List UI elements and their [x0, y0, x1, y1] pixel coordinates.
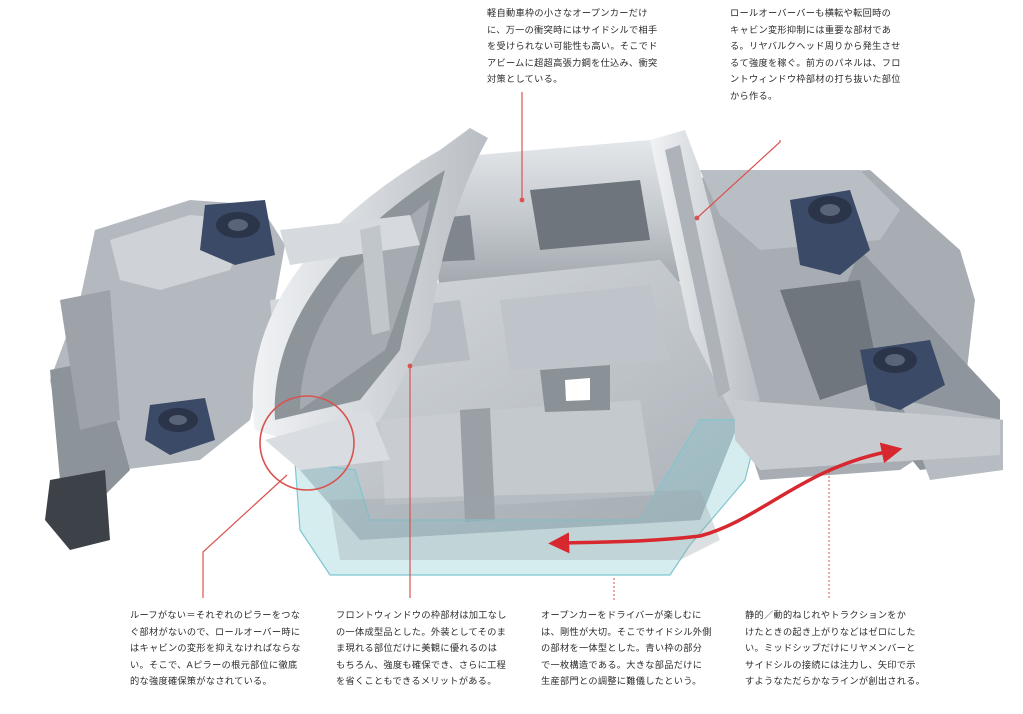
windshield-frame	[252, 128, 488, 455]
annotation-bottom-2: フロントウィンドウの枠部材は加工なし の一体成型品とした。外装としてそのま ま現…	[336, 610, 507, 687]
annotation-bottom-3: オープンカーをドライバーが楽しむに は、剛性が大切。そこでサイドシル外側 の部材…	[541, 610, 712, 687]
front-strut-tower-upper	[200, 200, 275, 265]
leader-bottom-1	[202, 474, 288, 598]
annotation-bottom-4: 静的／動的ねじれやトラクションをか けたときの起き上がりなどはゼロにした い。ミ…	[745, 610, 926, 687]
front-strut-tower-lower	[145, 398, 215, 455]
rear-strut-tower	[790, 190, 870, 275]
sill-connection-arrow	[548, 442, 903, 554]
rear-lower-strut	[860, 340, 945, 410]
rollover-bar	[650, 130, 760, 420]
annotation-top-right: ロールオーバーバーも横転や転回時の キャビン変形抑制には重要な部材であ る。リヤ…	[730, 8, 901, 102]
a-pillar-highlight-circle	[259, 395, 355, 491]
annotation-bottom-1: ルーフがない＝それぞれのピラーをつな ぐ部材がないので、ロールオーバー時に はキ…	[130, 610, 301, 687]
leader-top-right	[696, 140, 781, 219]
annotation-top-center: 軽自動車枠の小さなオープンカーだけ に、万一の衝突時にはサイドシルで相手 を受け…	[487, 8, 658, 85]
a-pillar-base	[265, 410, 390, 470]
